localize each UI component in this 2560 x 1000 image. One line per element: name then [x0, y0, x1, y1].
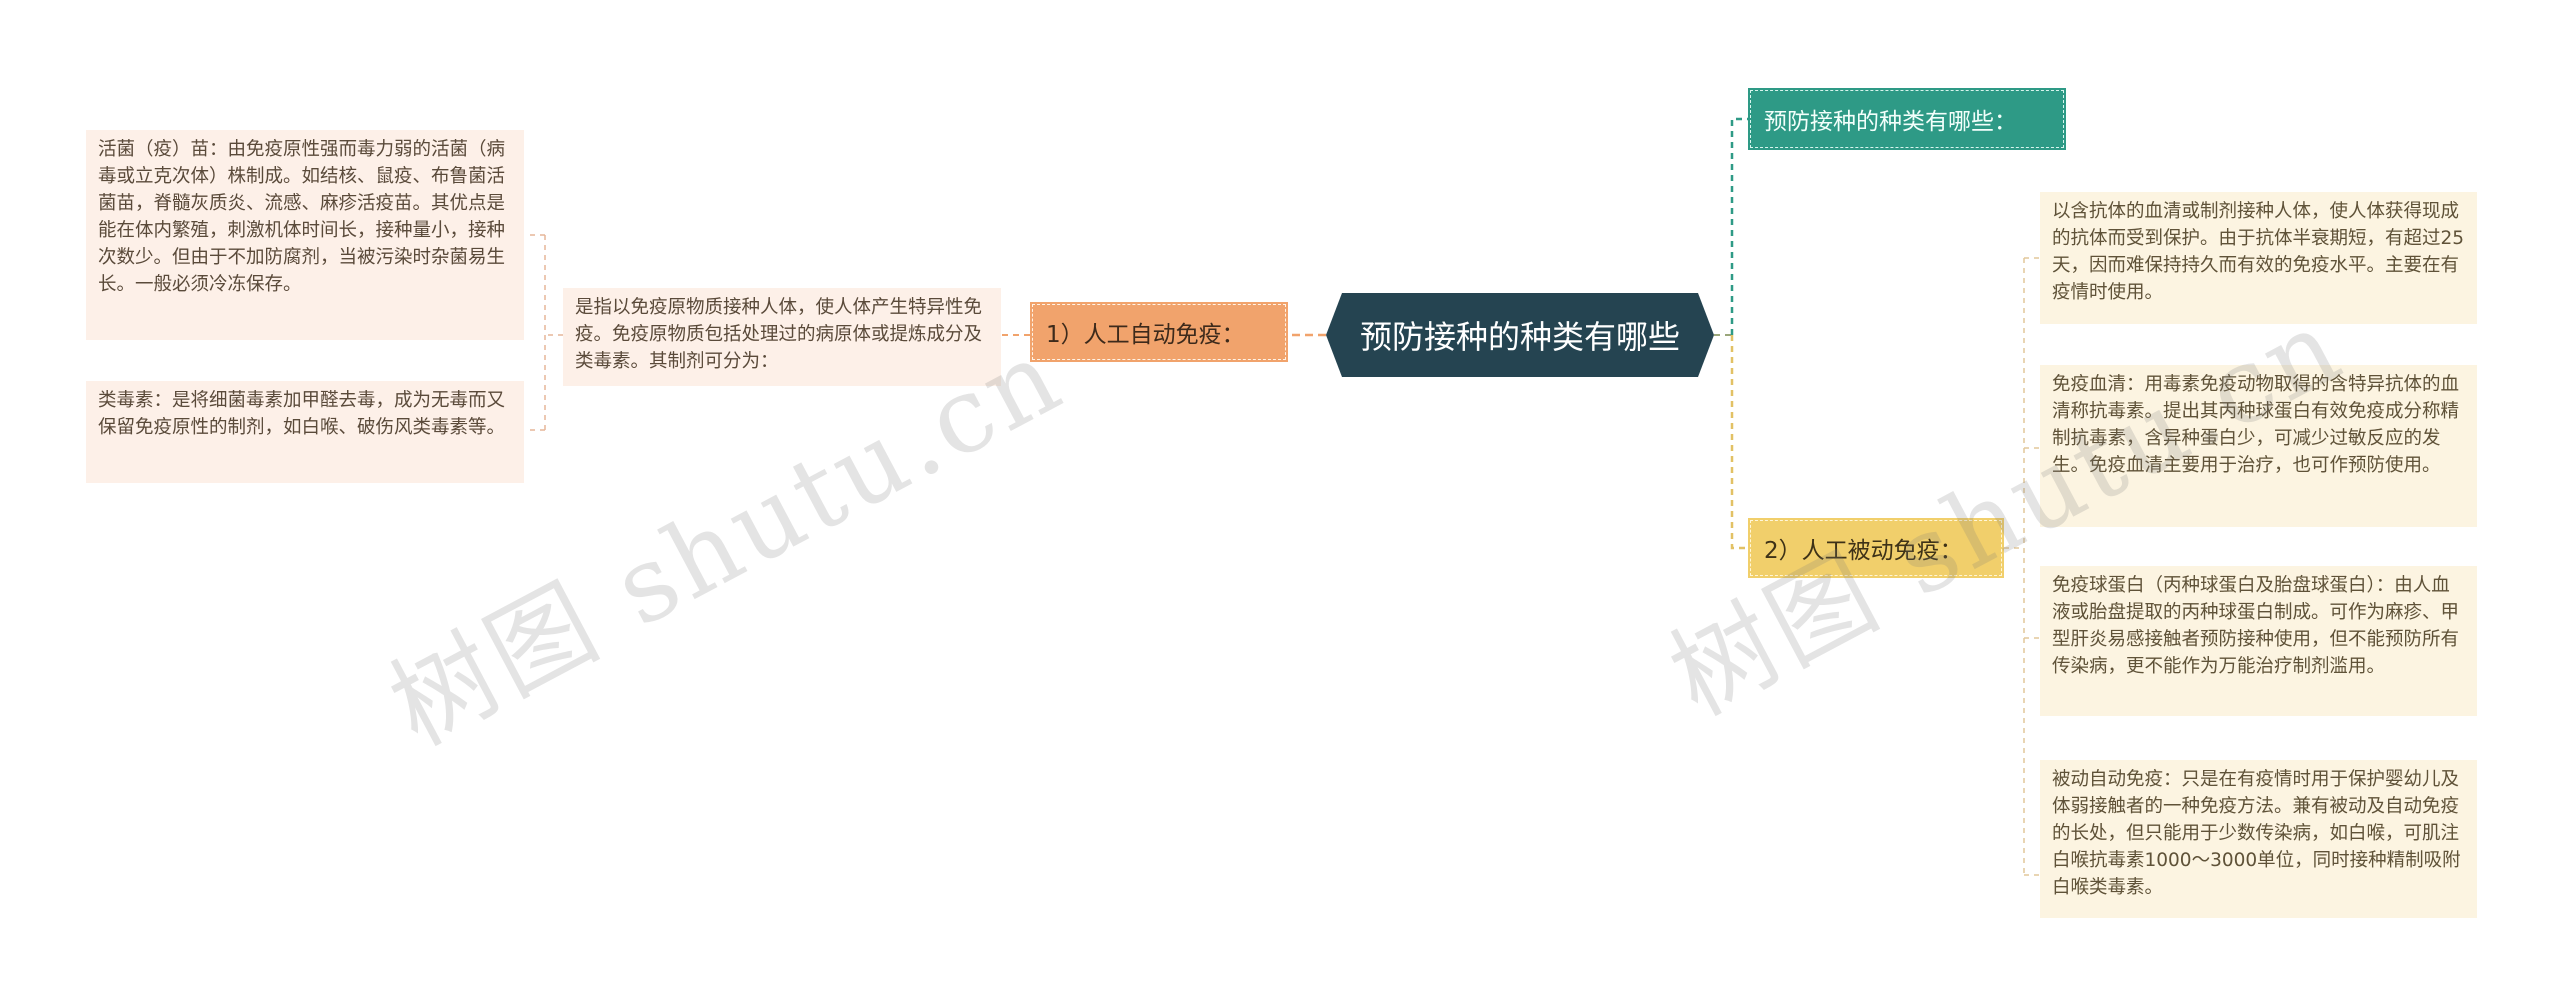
connector-right-top	[1730, 117, 1748, 335]
branch-passive-immunization[interactable]: 2）人工被动免疫：	[1748, 518, 2004, 578]
passive-intro-node: 以含抗体的血清或制剂接种人体，使人体获得现成的抗体而受到保护。由于抗体半衰期短，…	[2040, 192, 2477, 324]
immune-serum-node: 免疫血清：用毒素免疫动物取得的含特异抗体的血清称抗毒素。提出其丙种球蛋白有效免疫…	[2040, 365, 2477, 527]
connector-intro-leaves	[525, 234, 563, 431]
passive-active-node: 被动自动免疫：只是在有疫情时用于保护婴幼儿及体弱接触者的一种免疫方法。兼有被动及…	[2040, 760, 2477, 918]
live-vaccine-node: 活菌（疫）苗：由免疫原性强而毒力弱的活菌（病毒或立克次体）株制成。如结核、鼠疫、…	[86, 130, 524, 340]
connector-passive-leaves	[2004, 257, 2040, 876]
branch-types-heading[interactable]: 预防接种的种类有哪些：	[1748, 88, 2066, 150]
immune-serum-text: 免疫血清：用毒素免疫动物取得的含特异抗体的血清称抗毒素。提出其丙种球蛋白有效免疫…	[2052, 374, 2460, 476]
toxoid-node: 类毒素：是将细菌毒素加甲醛去毒，成为无毒而又保留免疫原性的制剂，如白喉、破伤风类…	[86, 381, 524, 483]
toxoid-text: 类毒素：是将细菌毒素加甲醛去毒，成为无毒而又保留免疫原性的制剂，如白喉、破伤风类…	[98, 390, 506, 438]
branch-types-label: 预防接种的种类有哪些：	[1764, 109, 2017, 135]
branch-active-immunization[interactable]: 1）人工自动免疫：	[1030, 302, 1288, 362]
passive-active-text: 被动自动免疫：只是在有疫情时用于保护婴幼儿及体弱接触者的一种免疫方法。兼有被动及…	[2052, 769, 2461, 898]
immunoglobulin-node: 免疫球蛋白（丙种球蛋白及胎盘球蛋白）：由人血液或胎盘提取的丙种球蛋白制成。可作为…	[2040, 566, 2477, 716]
connector-right-passive	[1730, 335, 1748, 550]
branch-passive-label: 2）人工被动免疫：	[1764, 538, 1963, 564]
central-topic-label: 预防接种的种类有哪些	[1359, 318, 1680, 356]
live-vaccine-text: 活菌（疫）苗：由免疫原性强而毒力弱的活菌（病毒或立克次体）株制成。如结核、鼠疫、…	[98, 139, 506, 295]
auto-intro-node: 是指以免疫原物质接种人体，使人体产生特异性免疫。免疫原物质包括处理过的病原体或提…	[563, 288, 1001, 386]
branch-active-label: 1）人工自动免疫：	[1046, 322, 1245, 348]
passive-intro-text: 以含抗体的血清或制剂接种人体，使人体获得现成的抗体而受到保护。由于抗体半衰期短，…	[2052, 201, 2465, 303]
central-topic[interactable]: 预防接种的种类有哪些	[1326, 293, 1714, 377]
immunoglobulin-text: 免疫球蛋白（丙种球蛋白及胎盘球蛋白）：由人血液或胎盘提取的丙种球蛋白制成。可作为…	[2052, 575, 2460, 677]
auto-intro-text: 是指以免疫原物质接种人体，使人体产生特异性免疫。免疫原物质包括处理过的病原体或提…	[575, 297, 983, 372]
